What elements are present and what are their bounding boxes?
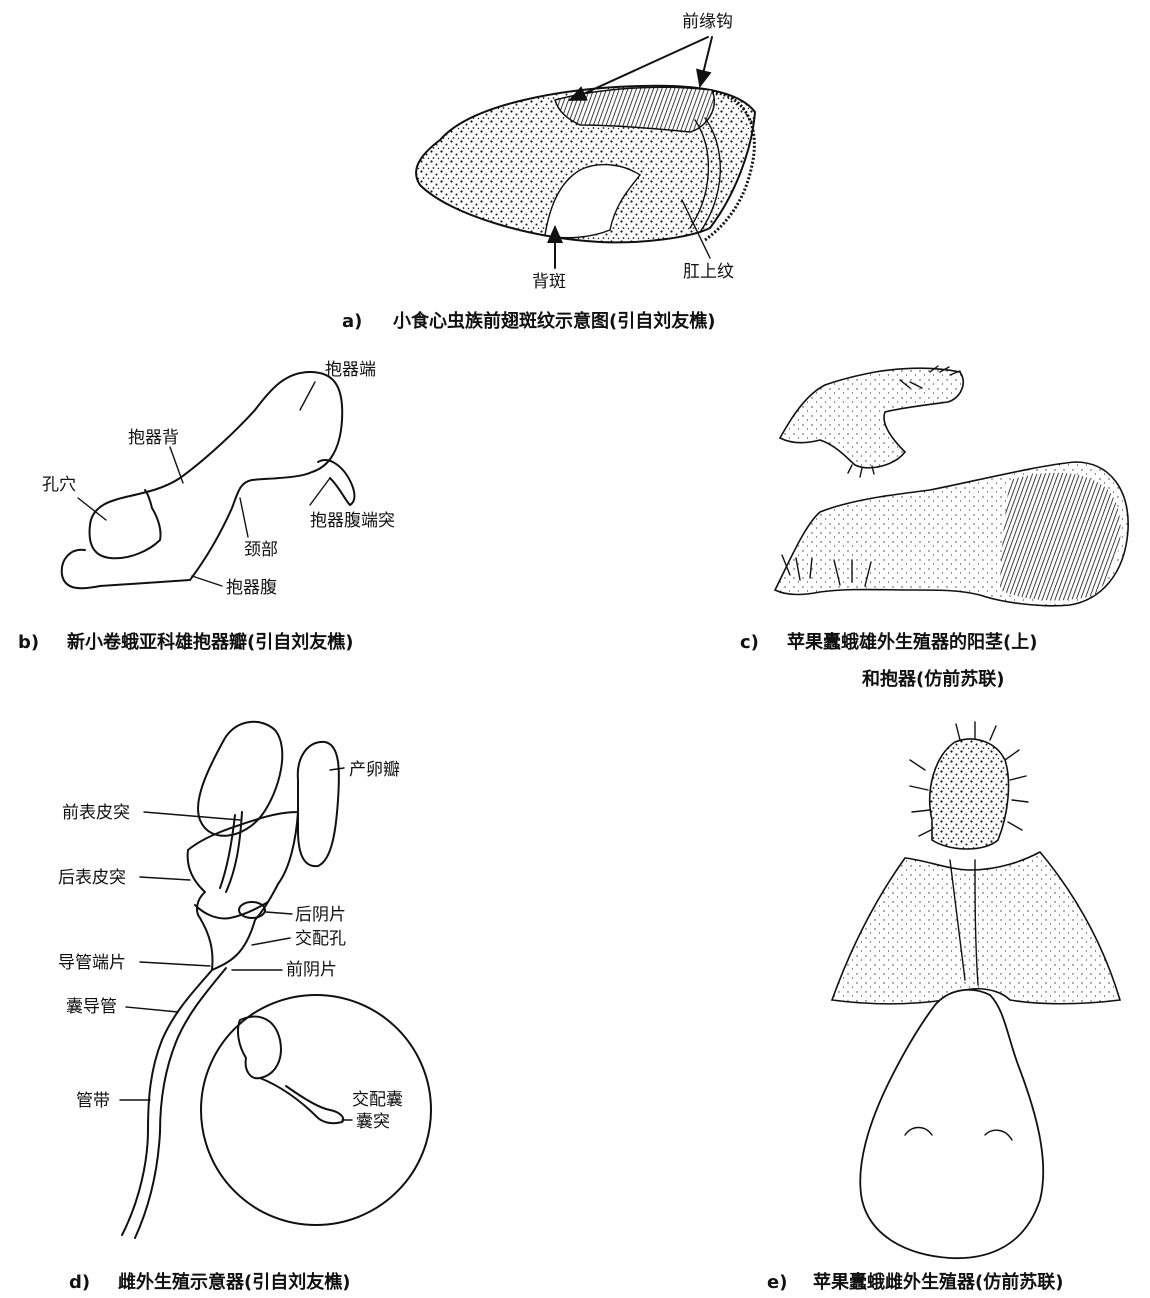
pointer-costal-hook-2 (700, 37, 712, 86)
pointer-lamella-post (266, 912, 292, 914)
label-signum: 囊突 (356, 1112, 390, 1132)
label-dorsal-patch: 背斑 (532, 272, 566, 292)
label-neck: 颈部 (244, 540, 278, 560)
label-papilla: 产卵瓣 (349, 760, 400, 780)
panel-c-male-genitalia: c) 苹果蠹蛾雄外生殖器的阳茎(上) 和抱器(仿前苏联) (740, 366, 1128, 690)
caption-c-line2: 和抱器(仿前苏联) (862, 668, 1004, 690)
caption-d-text: 雌外生殖示意器(引自刘友樵) (118, 1271, 350, 1293)
label-apophysis-posterior: 后表皮突 (58, 868, 126, 888)
pointer-ductus (126, 1007, 178, 1012)
papilla-right (298, 742, 339, 866)
caption-c-line1: 苹果蠹蛾雄外生殖器的阳茎(上) (787, 631, 1037, 653)
caption-e-letter: e) (767, 1272, 787, 1293)
pointer-neck (240, 498, 248, 537)
caption-b-text: 新小卷蛾亚科雄抱器瓣(引自刘友樵) (67, 631, 353, 653)
caption-c-letter: c) (740, 632, 759, 653)
label-ventral-process: 抱器腹端突 (310, 511, 395, 531)
caption-e-text: 苹果蠹蛾雌外生殖器(仿前苏联) (813, 1271, 1063, 1293)
label-costal-hooks: 前缘钩 (682, 12, 733, 32)
panel-d-female-schematic: 产卵瓣 前表皮突 后表皮突 后阴片 交配孔 导管端片 前阴片 囊导管 管带 交配… (58, 722, 431, 1293)
signum (260, 1078, 343, 1123)
pointer-cucullus (300, 382, 315, 410)
label-lamella-postvaginalis: 后阴片 (295, 905, 346, 925)
label-sacculus: 抱器腹 (226, 578, 277, 598)
caption-a-letter: a) (342, 311, 362, 332)
label-apophysis-anterior: 前表皮突 (62, 803, 130, 823)
pointer-apophysis-posterior (140, 877, 190, 880)
label-ostium: 交配孔 (295, 929, 346, 949)
apophysis-posterior (195, 902, 268, 918)
label-cestum: 管带 (76, 1091, 110, 1111)
papillae-anales (930, 739, 1009, 849)
label-colliculum: 导管端片 (58, 953, 126, 973)
hole-outline (90, 490, 161, 558)
caption-a-text: 小食心虫族前翅斑纹示意图(引自刘友樵) (393, 310, 715, 332)
caption-d-letter: d) (69, 1272, 90, 1293)
caption-b-letter: b) (18, 632, 39, 653)
pointer-apophysis-anterior (144, 812, 240, 820)
label-lamella-antevaginalis: 前阴片 (286, 960, 337, 980)
label-hole: 孔穴 (42, 475, 76, 495)
pointer-ventral-process (310, 478, 330, 505)
pointer-papilla (330, 768, 344, 770)
corpus-bursae (201, 995, 431, 1225)
bursa-sketch (860, 990, 1043, 1258)
pointer-costa (170, 447, 183, 483)
label-ocellus: 肛上纹 (683, 262, 734, 282)
ductus-entry (238, 1017, 281, 1079)
label-ductus: 囊导管 (66, 997, 117, 1017)
segment-body (188, 812, 298, 970)
label-cucullus: 抱器端 (325, 360, 376, 380)
cucullus-setae (1000, 473, 1121, 601)
papilla-left (198, 722, 282, 836)
panel-e-female-genitalia: e) 苹果蠹蛾雌外生殖器(仿前苏联) (767, 722, 1120, 1293)
pointer-ostium (252, 938, 290, 945)
label-costa: 抱器背 (128, 428, 179, 448)
costal-strigulae (555, 87, 714, 132)
apophysis-anterior (220, 812, 242, 892)
panel-a-forewing: 前缘钩 背斑 肛上纹 a) 小食心虫族前翅斑纹示意图(引自刘友樵) (342, 12, 755, 332)
pointer-sacculus (192, 576, 222, 586)
panel-b-valva: 抱器端 抱器背 孔穴 抱器腹端突 颈部 抱器腹 b) 新小卷蛾亚科雄抱器瓣(引自… (18, 360, 395, 653)
aedeagus-sketch (780, 368, 963, 468)
label-bursa: 交配囊 (352, 1090, 403, 1110)
pointer-colliculum (140, 962, 210, 966)
